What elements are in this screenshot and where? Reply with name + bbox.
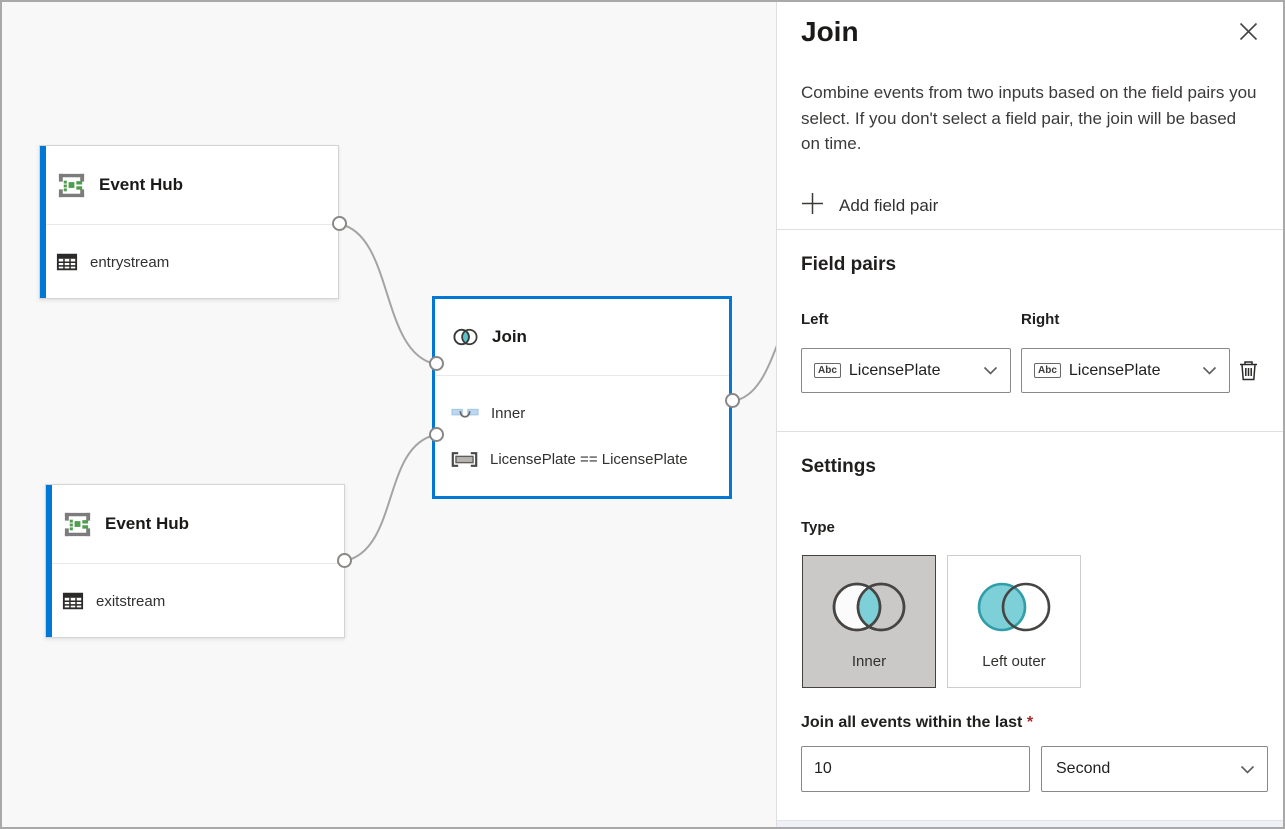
stream-name: entrystream (90, 253, 170, 271)
event-hub-icon (62, 509, 93, 540)
string-type-abc-icon: Abc (814, 363, 841, 378)
node-title: Join (492, 327, 527, 346)
right-field-value: LicensePlate (1068, 361, 1161, 379)
output-port-join[interactable] (725, 393, 740, 408)
input-port-join-1[interactable] (429, 356, 444, 371)
join-type-inner-option[interactable]: Inner (802, 555, 936, 688)
required-marker: * (1026, 714, 1034, 731)
divider (777, 229, 1283, 230)
string-type-abc-icon: Abc (1034, 363, 1061, 378)
duration-label: Join all events within the last * (801, 714, 1033, 732)
field-pairs-heading: Field pairs (801, 254, 897, 275)
right-field-label: Right (1021, 311, 1060, 328)
panel-title: Join (801, 16, 859, 47)
add-field-pair-label: Add field pair (839, 196, 939, 215)
duration-value-input[interactable] (801, 746, 1030, 792)
diagram-canvas[interactable]: Event Hub entrystream (2, 2, 780, 827)
table-icon (62, 590, 84, 612)
inner-join-venn-icon (821, 574, 917, 651)
table-icon (56, 251, 78, 273)
left-outer-join-venn-icon (966, 574, 1062, 651)
left-field-dropdown[interactable]: Abc LicensePlate (801, 348, 1011, 393)
node-title: Event Hub (105, 514, 190, 533)
plus-icon (801, 192, 824, 220)
join-type-left-outer-option[interactable]: Left outer (947, 555, 1081, 688)
node-event-hub-entry[interactable]: Event Hub entrystream (39, 145, 339, 299)
input-port-join-2[interactable] (429, 427, 444, 442)
divider (777, 431, 1283, 432)
output-port-entry[interactable] (332, 216, 347, 231)
trash-icon (1239, 361, 1258, 384)
inner-join-mini-icon (451, 406, 479, 421)
right-field-dropdown[interactable]: Abc LicensePlate (1021, 348, 1230, 393)
node-join[interactable]: Join Inner (432, 296, 732, 499)
event-hub-icon (56, 170, 87, 201)
close-icon (1239, 22, 1258, 44)
stream-name: exitstream (96, 592, 166, 610)
node-title: Event Hub (99, 175, 184, 194)
output-port-exit[interactable] (337, 553, 352, 568)
node-accent-bar (40, 146, 46, 298)
condition-icon (451, 451, 478, 468)
type-label: Type (801, 519, 835, 536)
settings-heading: Settings (801, 456, 876, 477)
chevron-down-icon (983, 366, 998, 375)
join-config-panel: Join Combine events from two inputs base… (776, 2, 1283, 827)
left-field-value: LicensePlate (848, 361, 941, 379)
join-venn-icon (451, 326, 480, 348)
close-panel-button[interactable] (1237, 22, 1259, 44)
delete-field-pair-button[interactable] (1237, 358, 1260, 386)
panel-horizontal-scrollbar[interactable] (777, 820, 1283, 827)
duration-unit-value: Second (1056, 760, 1111, 777)
join-type-selector: Inner Left outer (802, 555, 1081, 688)
join-type-option-label: Inner (851, 652, 887, 670)
join-type-option-label: Left outer (982, 652, 1046, 670)
left-field-label: Left (801, 311, 829, 328)
duration-unit-dropdown[interactable]: Second (1041, 746, 1268, 792)
join-condition-text: LicensePlate == LicensePlate (490, 450, 688, 468)
panel-description: Combine events from two inputs based on … (801, 83, 1257, 153)
chevron-down-icon (1240, 765, 1255, 774)
duration-label-text: Join all events within the last (801, 714, 1023, 731)
chevron-down-icon (1202, 366, 1217, 375)
add-field-pair-button[interactable]: Add field pair (799, 190, 940, 222)
node-event-hub-exit[interactable]: Event Hub exitstream (45, 484, 345, 638)
join-type-text: Inner (491, 404, 526, 422)
node-accent-bar (46, 485, 52, 637)
